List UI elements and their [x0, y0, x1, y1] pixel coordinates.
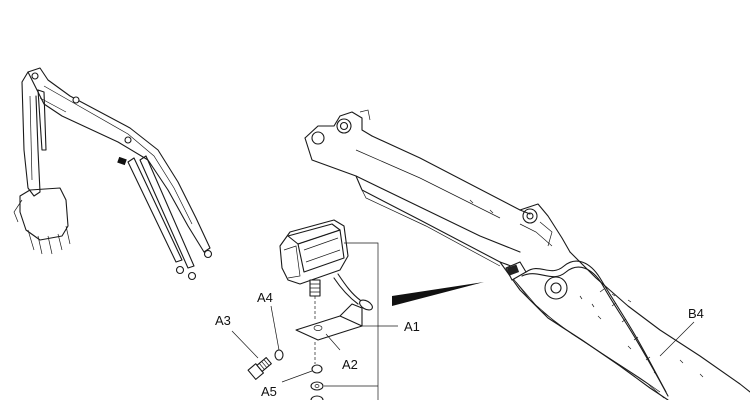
- callout-lines: [231, 242, 695, 400]
- callout-a4: A4: [257, 290, 273, 305]
- pointer-wedge: [392, 282, 484, 306]
- callout-a1: A1: [404, 319, 420, 334]
- callout-a5: A5: [261, 384, 277, 399]
- lamp-assembly: [247, 219, 373, 400]
- callout-b4: B4: [688, 306, 704, 321]
- boom-detail: [304, 109, 750, 400]
- callout-a3: A3: [215, 313, 231, 328]
- callout-a2: A2: [342, 357, 358, 372]
- excavator-arm-overview: [13, 67, 213, 281]
